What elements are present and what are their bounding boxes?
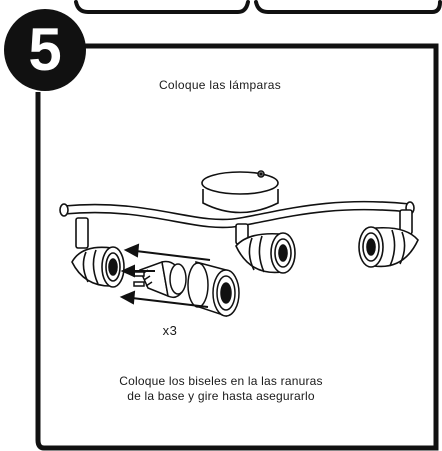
instruction-line-2: de la base y gire hasta asegurarlo <box>127 389 315 403</box>
lamp-head-right <box>358 226 419 268</box>
step-badge-circle <box>4 9 86 91</box>
panel-border <box>35 43 439 451</box>
frame-top <box>74 0 442 14</box>
quantity-label: x3 <box>162 323 178 338</box>
step-number: 5 <box>28 16 62 83</box>
bezel-ring <box>187 261 240 318</box>
instruction-text: Coloque los biseles en la las ranuras de… <box>40 374 402 404</box>
bulb-gu10 <box>133 260 187 299</box>
assembly-arrows <box>119 243 211 308</box>
instruction-line-1: Coloque los biseles en la las ranuras <box>119 374 323 388</box>
lamp-head-left <box>71 246 125 288</box>
lamp-head-middle <box>235 232 296 274</box>
lamp-stems <box>75 209 413 249</box>
ceiling-base <box>201 170 279 214</box>
step-title: Coloque las lámparas <box>158 78 282 92</box>
